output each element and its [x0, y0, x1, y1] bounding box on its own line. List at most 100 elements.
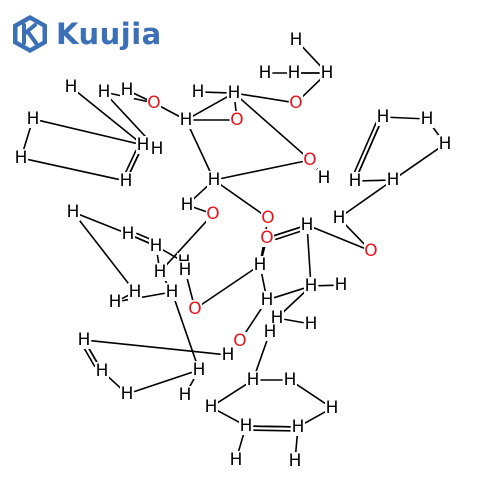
double-bond-line: [275, 230, 302, 241]
bond-line: [260, 272, 267, 293]
bond-line: [186, 276, 194, 303]
atom-label-background: [191, 83, 205, 101]
hydrogen-atom-label: H: [205, 397, 218, 417]
bond-line: [261, 244, 266, 259]
atom-label-background: [304, 277, 318, 295]
atom-label-background: [97, 83, 111, 101]
hydrogen-atom-label: H: [181, 195, 194, 215]
bond-line: [108, 97, 153, 144]
bond-line: [160, 105, 180, 118]
atom-label-background: [188, 300, 202, 318]
atom-label-background: [120, 81, 134, 99]
hydrogen-atom-label: H: [240, 416, 253, 436]
atom-label-background: [258, 64, 272, 82]
hydrogen-atom-label: H: [230, 450, 243, 470]
oxygen-atom-label: O: [206, 204, 219, 224]
hydrogen-atom-label: H: [122, 224, 135, 244]
bond-line: [192, 96, 228, 117]
hydrogen-atom-label: H: [27, 109, 40, 129]
atom-label-background: [153, 263, 167, 281]
hydrogen-atom-label: H: [321, 63, 334, 83]
bond-line: [282, 290, 306, 314]
atom-label-background: [204, 398, 218, 416]
hydrogen-atom-label: H: [247, 370, 260, 390]
bond-line: [344, 183, 388, 215]
oxygen-atom-label: O: [289, 93, 302, 113]
atom-label-background: [289, 31, 303, 49]
atom-label-background: [121, 225, 135, 243]
bond-line: [357, 123, 381, 175]
hydrogen-atom-label: H: [292, 417, 305, 437]
hydrogen-atom-label: H: [326, 398, 339, 418]
bond-line: [234, 100, 237, 113]
atom-label-background: [108, 293, 122, 311]
atom-label-background: [66, 203, 80, 221]
atom-label-background: [178, 386, 192, 404]
atom-label-background: [253, 256, 267, 274]
atom-label-background: [303, 151, 317, 169]
atom-label-background: [64, 78, 78, 96]
bonds-layer: [22, 45, 442, 454]
atom-label-background: [178, 261, 192, 279]
atom-label-background: [136, 136, 150, 154]
hydrogen-atom-label: H: [154, 262, 167, 282]
bond-line: [133, 92, 148, 101]
bond-line: [162, 249, 178, 259]
bond-line: [77, 217, 131, 287]
bond-line: [284, 318, 304, 324]
double-bond-line: [353, 121, 377, 173]
double-bond-line: [136, 232, 152, 240]
double-bond-line: [83, 348, 96, 367]
hydrogen-atom-label: H: [120, 171, 133, 191]
atom-label-background: [317, 169, 331, 187]
atom-label-background: [283, 371, 297, 389]
bond-line: [239, 97, 305, 156]
atom-label-background: [270, 309, 284, 327]
atom-label-background: [26, 110, 40, 128]
bond-line: [156, 253, 160, 265]
atom-label-background: [233, 332, 247, 350]
bond-line: [200, 268, 255, 306]
oxygen-atom-label: O: [147, 93, 160, 113]
bond-line: [134, 236, 150, 244]
bond-line: [188, 126, 212, 174]
oxygen-atom-label: O: [188, 299, 201, 319]
atom-label-background: [147, 94, 161, 112]
hydrogen-atom-label: H: [65, 77, 78, 97]
hydrogen-atom-label: H: [15, 148, 28, 168]
atom-label-background: [192, 361, 206, 379]
oxygen-atom-label: O: [261, 208, 274, 228]
bond-line: [241, 93, 289, 103]
bond-line: [28, 158, 119, 181]
atom-label-background: [77, 331, 91, 349]
bond-line: [253, 425, 291, 428]
hydrogen-atom-label: H: [222, 345, 235, 365]
hydrogen-atom-label: H: [254, 255, 267, 275]
bond-line: [217, 410, 240, 423]
hydrogen-atom-label: H: [179, 260, 192, 280]
hydrogen-atom-label: H: [305, 314, 318, 334]
hydrogen-atom-label: H: [98, 82, 111, 102]
atom-label-background: [230, 111, 244, 129]
hydrogen-atom-label: H: [137, 135, 150, 155]
atom-label-background: [246, 371, 260, 389]
hydrogen-atom-label: H: [166, 282, 179, 302]
bond-line: [390, 116, 420, 120]
atom-label-background: [376, 108, 390, 126]
atom-label-background: [179, 111, 193, 129]
atom-label-background: [420, 110, 434, 128]
bond-line: [107, 375, 122, 390]
atom-label-background: [119, 172, 133, 190]
atom-label-background: [149, 237, 163, 255]
atom-label-background: [261, 209, 275, 227]
bond-line: [254, 338, 269, 374]
bond-line: [295, 383, 327, 405]
bond-line: [300, 45, 323, 68]
logo-text: Kuujia: [56, 17, 162, 51]
hydrogen-atom-label: H: [208, 170, 221, 190]
hydrogen-atom-label: H: [109, 292, 122, 312]
atom-label-background: [334, 276, 348, 294]
bond-line: [219, 183, 263, 215]
bond-line: [343, 222, 367, 247]
